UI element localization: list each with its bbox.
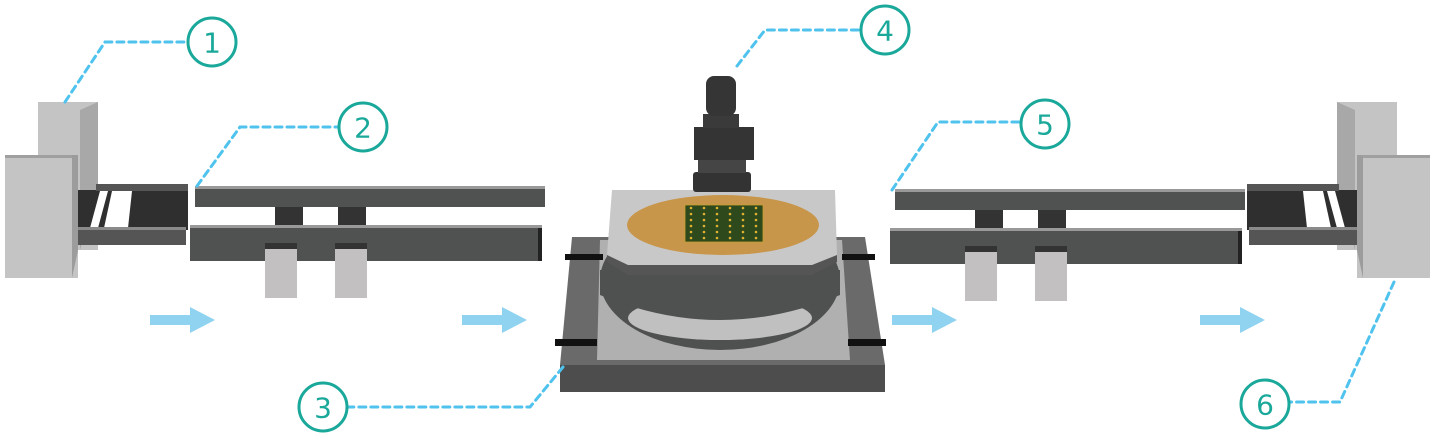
leader-line-3 [297, 365, 565, 409]
die [702, 212, 706, 216]
callout-1: 1 [186, 16, 238, 68]
die [728, 212, 732, 216]
callout-3: 3 [297, 381, 349, 433]
die [741, 236, 745, 240]
camera [693, 76, 754, 192]
die [728, 206, 732, 210]
inspection-stage [555, 190, 886, 392]
die [741, 224, 745, 228]
die [702, 206, 706, 210]
callout-6: 6 [1239, 378, 1291, 430]
callout-2: 2 [337, 101, 389, 153]
flow-arrow [892, 307, 957, 333]
callout-label: 5 [1036, 109, 1054, 142]
die [689, 218, 693, 222]
callout-label: 4 [876, 15, 894, 48]
input-conveyor [190, 186, 545, 298]
die [702, 236, 706, 240]
die [715, 218, 719, 222]
leader-line-4 [735, 28, 863, 68]
callout-4: 4 [859, 4, 911, 56]
callout-5: 5 [1019, 98, 1071, 150]
die [689, 236, 693, 240]
die [754, 236, 758, 240]
chip-array [684, 204, 764, 243]
output-conveyor [890, 189, 1245, 301]
die [754, 224, 758, 228]
die [702, 224, 706, 228]
die [741, 212, 745, 216]
die [689, 230, 693, 234]
die [715, 224, 719, 228]
chip-grid [684, 204, 764, 243]
callout-label: 3 [314, 392, 332, 425]
leader-line-2 [195, 125, 341, 188]
die [741, 206, 745, 210]
die [715, 230, 719, 234]
die [754, 218, 758, 222]
leader-line-6 [1287, 280, 1396, 404]
die [689, 224, 693, 228]
die [728, 218, 732, 222]
callout-label: 2 [354, 112, 372, 145]
die [741, 218, 745, 222]
die [702, 230, 706, 234]
die [715, 236, 719, 240]
flow-arrow [150, 307, 215, 333]
loader-unit [5, 102, 188, 278]
unloader-unit [1247, 102, 1430, 278]
leader-line-5 [890, 120, 1023, 192]
callout-label: 6 [1256, 389, 1274, 422]
die [754, 212, 758, 216]
die [728, 230, 732, 234]
die [754, 206, 758, 210]
die [715, 212, 719, 216]
die [715, 206, 719, 210]
die [689, 206, 693, 210]
die [689, 212, 693, 216]
die [702, 218, 706, 222]
leader-line-1 [63, 40, 190, 104]
flow-arrow [462, 307, 527, 333]
callout-label: 1 [203, 27, 221, 60]
die [728, 224, 732, 228]
flow-arrow [1200, 307, 1265, 333]
die [754, 230, 758, 234]
die [728, 236, 732, 240]
die [741, 230, 745, 234]
